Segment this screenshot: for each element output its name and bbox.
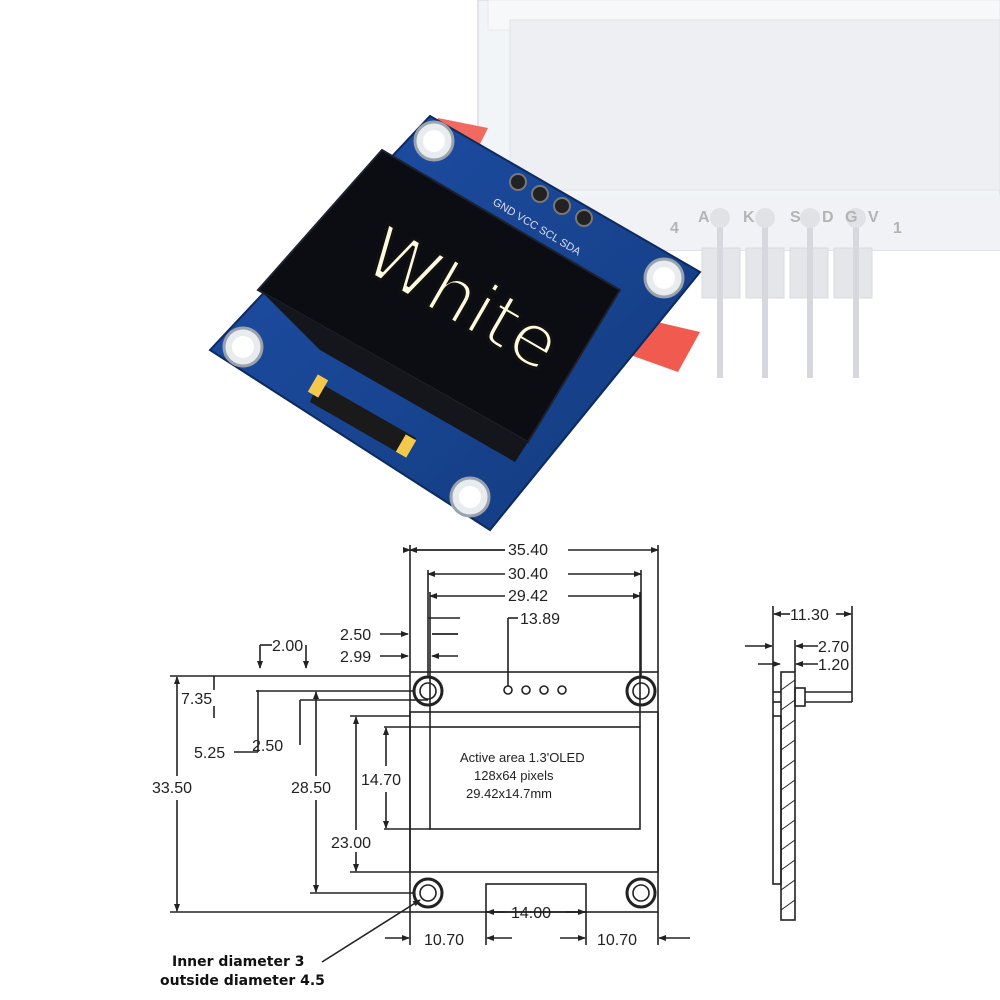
flex-tab-right [395,434,417,458]
side-view-drawing [745,606,853,921]
dim-side-a: 2.70 [818,639,849,656]
bg-pin-label-d: D [822,209,834,226]
dim-width-hole-span: 30.40 [508,566,548,583]
dim-side-b: 1.20 [818,657,849,674]
pin-pad-icons [509,173,593,227]
oled-module-photo: GND VCC SCL SDA White [208,114,702,532]
dim-top-margin-a: 2.50 [340,627,371,644]
dim-height-c: 2.50 [252,738,283,755]
dim-height-b: 5.25 [194,745,225,762]
dim-active-height: 14.70 [361,772,401,789]
dim-side-total: 11.30 [790,607,829,624]
hole-note-line-1: Inner diameter 3 [172,954,304,970]
dim-bottom-left: 10.70 [424,932,464,949]
mounting-hole-icons [222,120,685,518]
dim-height-hole-span: 28.50 [291,780,331,797]
bg-pin-label-k: K [743,209,755,226]
dim-pin-offset: 13.89 [520,611,560,628]
bg-pin-label-a: A [698,209,710,226]
bottom-connector-outline [485,883,587,913]
bg-pin-label-s: S [790,209,801,226]
dim-left-small: 2.00 [272,638,303,655]
dim-width-total: 35.40 [508,542,548,559]
dim-bottom-right: 10.70 [597,932,637,949]
dim-bottom-center: 14.00 [511,905,551,922]
background-module-faded: V G D S K A 1 4 [477,0,1000,378]
hole-note-line-2: outside diameter 4.5 [160,973,325,989]
dim-width-active: 29.42 [508,588,548,605]
drawing-pin-icons [503,685,567,695]
active-area-line-1: Active area 1.3'OLED [460,750,585,765]
display-lower-edge [262,292,528,462]
bg-number-1: 1 [893,220,902,237]
front-view-drawing [170,545,690,963]
bg-pin-label-v: V [868,209,879,226]
glass-outline [409,711,659,873]
dim-top-margin-b: 2.99 [340,649,371,666]
flex-tab-left [307,374,329,398]
dim-height-inner: 23.00 [331,835,371,852]
flex-cable [310,382,416,456]
active-area-line-3: 29.42x14.7mm [466,786,552,801]
active-area-line-2: 128x64 pixels [474,768,554,783]
active-area-box [429,726,641,830]
side-view-dimension-labels: 11.30 2.70 1.20 [790,607,849,674]
bg-pin-label-g: G [845,209,857,226]
front-view-dimension-labels: 35.40 30.40 29.42 13.89 2.50 2.99 2.00 7… [152,542,637,989]
dim-height-total: 33.50 [152,780,192,797]
dim-height-a: 7.35 [181,691,212,708]
bg-number-4: 4 [670,220,679,237]
